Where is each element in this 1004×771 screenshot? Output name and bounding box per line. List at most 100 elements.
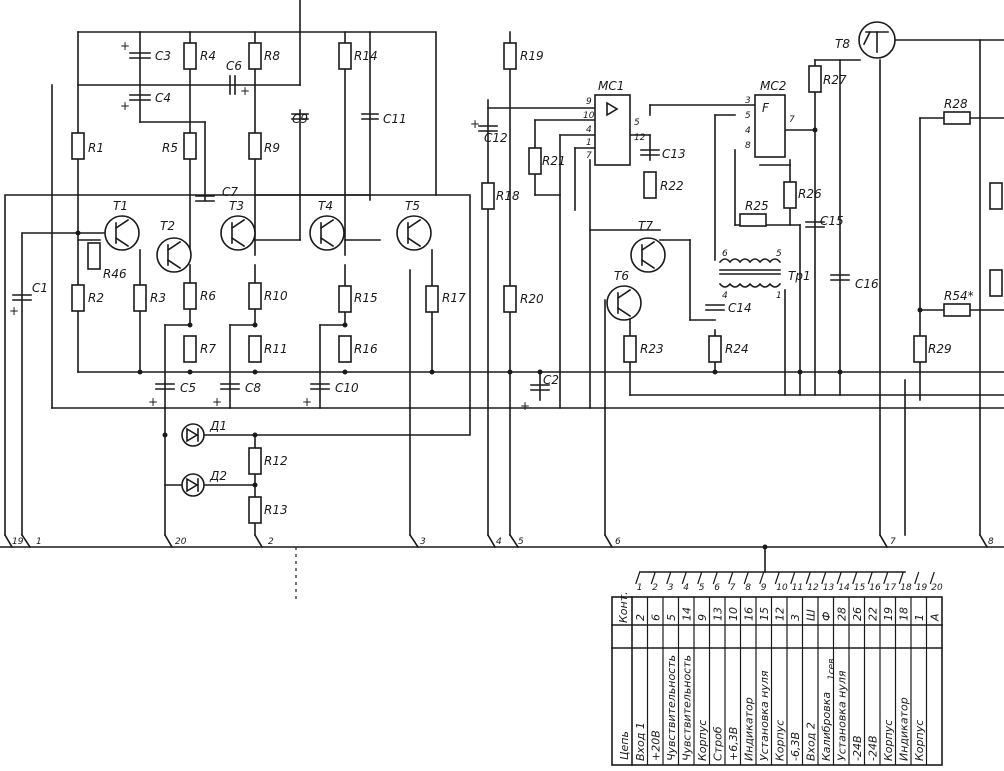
resistor-r54	[943, 303, 971, 317]
label-r23: R23	[640, 342, 664, 356]
bus-terminal-7: 7	[890, 537, 896, 547]
label-r20: R20	[520, 292, 544, 306]
table-contact-number: 9	[761, 583, 767, 593]
bus-terminal-8: 8	[988, 537, 994, 547]
table-circuit-cell: Чувствительность	[680, 655, 693, 761]
label-c3: C3	[155, 49, 171, 63]
label-t7: T7	[638, 219, 653, 233]
svg-text:+: +	[470, 117, 480, 131]
bus-terminal-19: 19	[12, 537, 24, 547]
diode-d2	[181, 473, 205, 497]
resistor-r10	[248, 282, 262, 310]
label-c11: C11	[383, 112, 407, 126]
svg-text:7: 7	[789, 115, 795, 125]
label-r22: R22	[660, 179, 684, 193]
table-contact-number: 3	[668, 583, 674, 593]
table-contact-number: 16	[869, 583, 881, 593]
table-contact-number: 20	[931, 583, 943, 593]
capacitor-c15	[805, 221, 825, 228]
resistor-r27	[808, 65, 822, 93]
resistor-r8	[248, 42, 262, 70]
label-c13: C13	[662, 147, 686, 161]
table-circuit-cell: Установка нуля	[835, 670, 848, 761]
component-labels: C3 R4 C6 R8 R14 C4 C9 C11 R1 R5 R9 C7 T1…	[32, 37, 974, 517]
table-circuit-cell: Корпус	[882, 720, 895, 761]
table-contact-number: 11	[792, 583, 803, 593]
label-r9: R9	[264, 141, 280, 155]
label-mc2: MC2	[760, 79, 786, 93]
label-d1: Д1	[209, 419, 227, 433]
label-c6: C6	[226, 59, 242, 73]
table-circuit-cell: Установка нуля	[758, 670, 771, 761]
label-r21: R21	[542, 154, 566, 168]
capacitor-c6	[229, 75, 236, 95]
capacitor-c13	[640, 149, 660, 156]
label-r14: R14	[354, 49, 378, 63]
label-r10: R10	[264, 289, 288, 303]
table-contact-number: 13	[823, 583, 835, 593]
integrated-circuits	[594, 94, 786, 166]
label-r4: R4	[200, 49, 216, 63]
table-circuit-cell: Вход 1	[634, 722, 647, 761]
bus-terminal-4: 4	[496, 537, 502, 547]
resistor-r5	[183, 132, 197, 160]
svg-text:6: 6	[722, 249, 728, 259]
diode-d1	[181, 423, 205, 447]
table-header-circuit: Цепь	[618, 731, 631, 760]
table-pin-cell: 6	[649, 614, 662, 621]
capacitor-c9	[291, 113, 309, 120]
label-t4: T4	[318, 199, 333, 213]
table-pin-cell: Ф	[820, 612, 833, 621]
table-contact-number: 10	[776, 583, 788, 593]
label-r17: R17	[442, 291, 466, 305]
transistor-t2	[156, 237, 192, 273]
capacitor-c16	[830, 274, 850, 281]
table-contact-number: 18	[900, 583, 912, 593]
svg-text:8: 8	[745, 141, 751, 151]
svg-text:+: +	[520, 399, 530, 413]
table-pin-cell: А	[928, 613, 941, 622]
table-contact-number: 12	[807, 583, 819, 593]
label-r19: R19	[520, 49, 544, 63]
bus-terminal-5: 5	[518, 537, 524, 547]
resistor-r1	[71, 132, 85, 160]
table-contact-number: 17	[885, 583, 897, 593]
label-t1: T1	[113, 199, 128, 213]
table-extra-note: 1сев	[827, 658, 837, 680]
svg-text:+: +	[120, 39, 130, 53]
capacitor-c14	[705, 304, 725, 311]
diodes	[181, 423, 205, 497]
svg-text:5: 5	[776, 249, 782, 259]
label-r6: R6	[200, 289, 216, 303]
table-pin-cell: 18	[897, 607, 910, 621]
resistor-r23	[623, 335, 637, 363]
label-c5: C5	[180, 381, 196, 395]
label-r12: R12	[264, 454, 288, 468]
resistor-r24	[708, 335, 722, 363]
table-contact-number: 14	[838, 583, 850, 593]
table-circuit-cell: Строб	[711, 726, 724, 761]
table-contact-number: 15	[854, 583, 866, 593]
label-r46: R46	[103, 267, 127, 281]
bus-terminal-2: 2	[268, 537, 274, 547]
transistor-t7	[630, 237, 666, 273]
capacitor-c7	[195, 195, 215, 202]
svg-text:3: 3	[745, 96, 751, 106]
label-r5: R5	[162, 141, 178, 155]
svg-text:7: 7	[586, 151, 592, 161]
label-d2: Д2	[209, 469, 227, 483]
label-c16: C16	[855, 277, 879, 291]
svg-text:+: +	[212, 395, 222, 409]
transistor-t3	[220, 215, 256, 251]
table-pin-cell: 15	[758, 607, 771, 621]
resistors	[71, 42, 1003, 524]
bus-terminal-3: 3	[420, 537, 426, 547]
transistor-t4	[309, 215, 345, 251]
label-c12: C12	[484, 131, 508, 145]
svg-text:10: 10	[583, 111, 595, 121]
capacitor-c4	[129, 94, 151, 101]
capacitor-c2	[530, 384, 550, 391]
svg-text:+: +	[148, 395, 158, 409]
table-circuit-cell: Калибровка	[820, 692, 833, 761]
